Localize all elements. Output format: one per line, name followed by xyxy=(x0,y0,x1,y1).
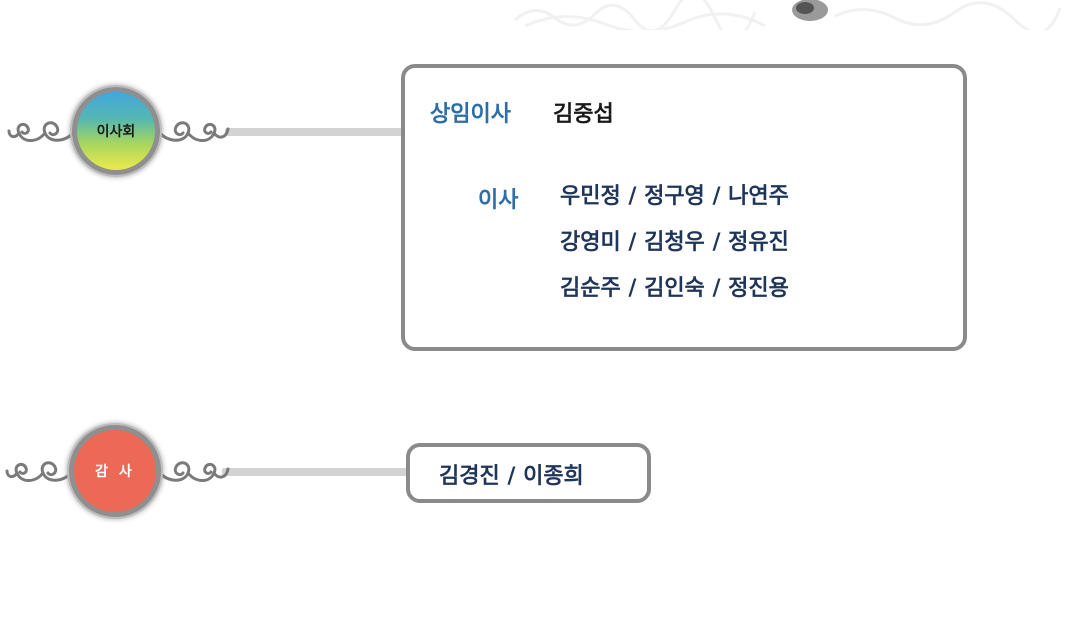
director-line: 강영미 / 김청우 / 정유진 xyxy=(560,230,789,255)
board-badge-label: 이사회 xyxy=(96,124,136,140)
scroll-ornament-icon xyxy=(5,461,75,482)
director-line: 김순주 / 김인숙 / 정진용 xyxy=(560,276,789,301)
audit-badge: 감 사 xyxy=(69,425,161,517)
audit-badge-label: 감 사 xyxy=(95,464,135,480)
board-member-box: 상임이사 김중섭 이사 우민정 / 정구영 / 나연주 강영미 / 김청우 / … xyxy=(401,64,967,351)
audit-connector-line xyxy=(222,468,410,476)
brush-decoration-icon xyxy=(513,0,1062,30)
scroll-ornament-icon xyxy=(7,121,77,142)
scroll-ornament-icon xyxy=(156,121,230,142)
auditor-names: 김경진 / 이종희 xyxy=(439,464,584,489)
standing-director-role: 상임이사 xyxy=(430,102,511,127)
auditor-box: 김경진 / 이종희 xyxy=(406,443,651,503)
board-connector-line xyxy=(225,128,405,136)
board-badge: 이사회 xyxy=(72,87,160,175)
director-names: 우민정 / 정구영 / 나연주 강영미 / 김청우 / 정유진 김순주 / 김인… xyxy=(560,174,789,312)
standing-director-name: 김중섭 xyxy=(553,102,614,127)
scroll-ornament-icon xyxy=(156,461,230,482)
director-role: 이사 xyxy=(478,188,519,213)
director-line: 우민정 / 정구영 / 나연주 xyxy=(560,184,789,209)
